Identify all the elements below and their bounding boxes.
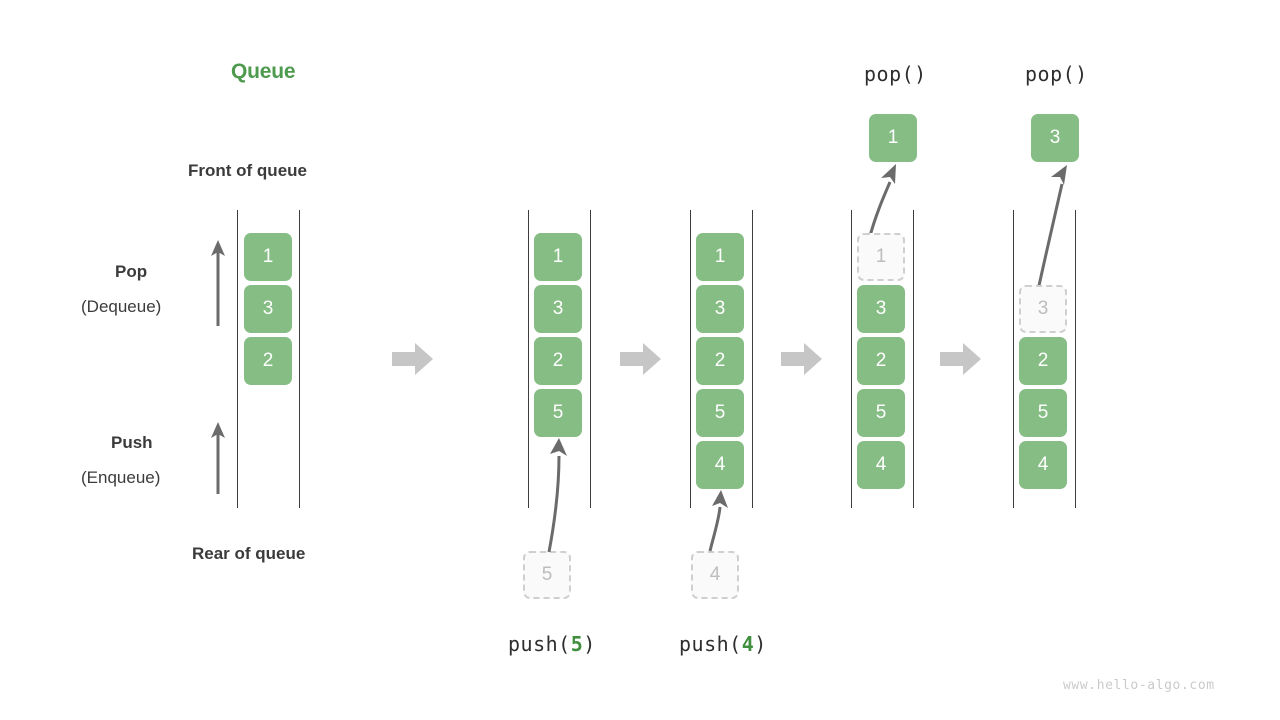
queue-rail-right (752, 210, 753, 508)
queue-element: 4 (1019, 441, 1067, 489)
step-arrow-icon (781, 343, 822, 375)
removed-element-ghost: 1 (857, 233, 905, 281)
queue-element: 5 (857, 389, 905, 437)
queue-element: 2 (857, 337, 905, 385)
caption-suffix: ) (583, 632, 596, 656)
queue-element: 1 (696, 233, 744, 281)
queue-rail-right (299, 210, 300, 508)
queue-element: 3 (857, 285, 905, 333)
queue-rail-left (1013, 210, 1014, 508)
queue-element: 3 (534, 285, 582, 333)
popped-element: 1 (869, 114, 917, 162)
queue-element: 4 (857, 441, 905, 489)
queue-element: 2 (696, 337, 744, 385)
watermark: www.hello-algo.com (1063, 678, 1215, 693)
queue-element: 5 (1019, 389, 1067, 437)
pop-sublabel: (Dequeue) (81, 297, 162, 316)
panel-caption: push(4) (679, 632, 767, 656)
removed-element-ghost: 3 (1019, 285, 1067, 333)
caption-arg: 4 (741, 632, 755, 656)
queue-element: 3 (244, 285, 292, 333)
push-direction-arrow-icon (211, 422, 225, 494)
rear-of-queue-label: Rear of queue (192, 544, 306, 563)
step-arrow-icon (392, 343, 433, 375)
caption-prefix: push( (679, 632, 742, 656)
incoming-element-ghost: 4 (691, 551, 739, 599)
queue-element: 2 (1019, 337, 1067, 385)
queue-element: 4 (696, 441, 744, 489)
incoming-element-ghost: 5 (523, 551, 571, 599)
queue-element: 2 (244, 337, 292, 385)
enqueue-arrow-icon (708, 490, 728, 552)
push-sublabel: (Enqueue) (81, 468, 161, 487)
caption-arg: 5 (570, 632, 584, 656)
dequeue-arrow-icon (868, 164, 896, 237)
caption-prefix: push( (508, 632, 571, 656)
dequeue-arrow-icon (1036, 165, 1067, 291)
queue-rail-left (237, 210, 238, 508)
pop-direction-arrow-icon (211, 240, 225, 326)
queue-rail-left (690, 210, 691, 508)
push-label: Push (111, 433, 153, 452)
queue-rail-left (851, 210, 852, 508)
page-title: Queue (231, 60, 296, 83)
queue-element: 1 (244, 233, 292, 281)
panel-caption: push(5) (508, 632, 596, 656)
front-of-queue-label: Front of queue (188, 161, 307, 180)
queue-element: 1 (534, 233, 582, 281)
popped-element: 3 (1031, 114, 1079, 162)
pop-label: Pop (115, 262, 148, 281)
queue-element: 2 (534, 337, 582, 385)
queue-element: 5 (534, 389, 582, 437)
queue-rail-right (590, 210, 591, 508)
step-arrow-icon (620, 343, 661, 375)
panel-caption: pop() (864, 62, 927, 86)
caption-suffix: ) (754, 632, 767, 656)
step-arrow-icon (940, 343, 981, 375)
queue-rail-right (1075, 210, 1076, 508)
queue-element: 5 (696, 389, 744, 437)
queue-element: 3 (696, 285, 744, 333)
panel-caption: pop() (1025, 62, 1088, 86)
enqueue-arrow-icon (547, 438, 567, 553)
queue-rail-left (528, 210, 529, 508)
queue-rail-right (913, 210, 914, 508)
